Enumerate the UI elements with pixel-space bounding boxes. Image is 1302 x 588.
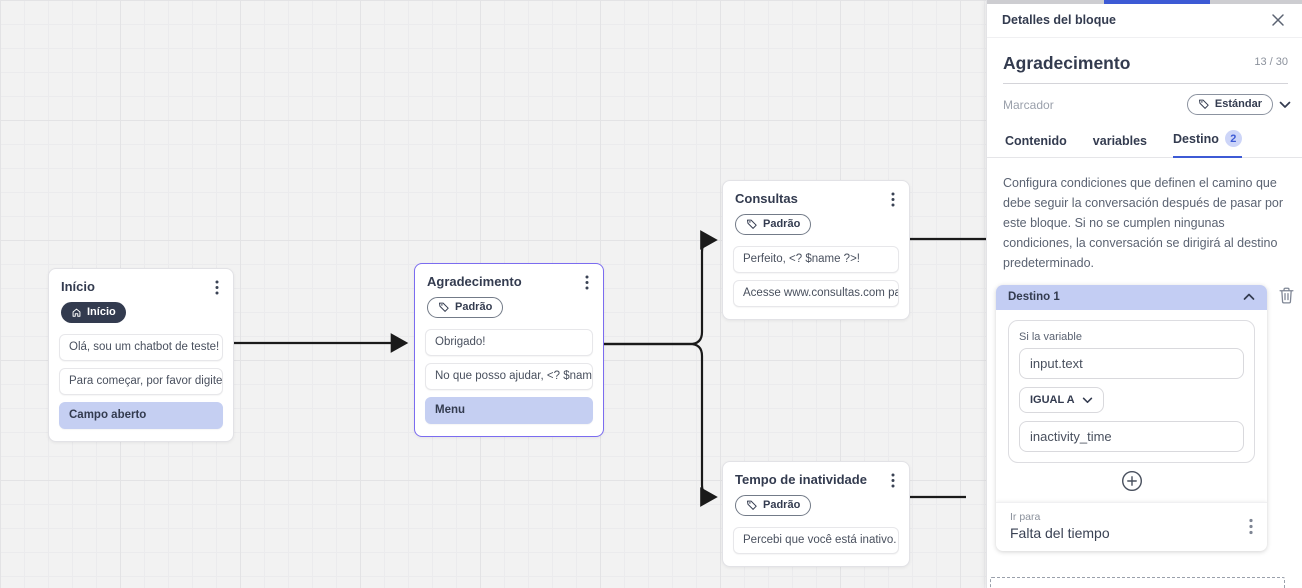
marker-label: Marcador	[1003, 97, 1054, 112]
tab-destino-label: Destino	[1173, 131, 1219, 146]
node-menu-icon[interactable]	[889, 191, 897, 208]
standard-badge: Padrão	[427, 297, 504, 318]
trash-icon[interactable]	[1279, 287, 1294, 309]
panel-title: Detalles del bloque	[1002, 13, 1116, 27]
node-title: Consultas	[735, 191, 798, 206]
edge-agradecimento-consultas	[602, 230, 718, 346]
flow-canvas[interactable]: Início Início Olá, sou um chatbot de tes…	[0, 0, 986, 588]
edge-agradecimento-tempo	[602, 342, 718, 507]
name-underline	[1003, 83, 1288, 84]
destination-title: Destino 1	[1008, 291, 1060, 303]
operator-value: IGUAL A	[1030, 394, 1075, 406]
panel-tabs: Contenido variables Destino 2	[987, 115, 1302, 158]
node-menu-icon[interactable]	[213, 279, 221, 296]
tab-destino[interactable]: Destino 2	[1173, 130, 1242, 158]
flow-node-tempo-inatividade[interactable]: Tempo de inatividade Padrão Percebi que …	[722, 461, 910, 567]
marker-value: Estándar	[1214, 98, 1262, 110]
plus-circle-icon	[1121, 470, 1142, 492]
tag-icon	[439, 302, 449, 312]
node-menu-icon[interactable]	[889, 472, 897, 489]
marker-row: Marcador Estándar	[987, 84, 1302, 115]
block-name-input[interactable]: Agradecimento	[1003, 53, 1131, 73]
message-bubble[interactable]: Obrigado!	[425, 329, 593, 356]
node-menu-icon[interactable]	[583, 274, 591, 291]
open-field-item[interactable]: Campo aberto	[59, 402, 223, 429]
block-details-panel: Detalles del bloque Agradecimento 13 / 3…	[986, 0, 1302, 588]
condition-card: Si la variable IGUAL A	[1008, 320, 1255, 463]
message-bubble[interactable]: Olá, sou um chatbot de teste!	[59, 334, 223, 361]
standard-badge-label: Padrão	[763, 218, 801, 230]
chevron-down-icon[interactable]	[1279, 101, 1291, 109]
node-title: Agradecimento	[427, 274, 522, 289]
add-destination-button[interactable]: Agregar destino	[990, 577, 1285, 588]
tab-variables[interactable]: variables	[1092, 134, 1148, 148]
standard-badge: Padrão	[735, 214, 812, 235]
flow-node-inicio[interactable]: Início Início Olá, sou um chatbot de tes…	[48, 268, 234, 442]
standard-badge-label: Padrão	[763, 499, 801, 511]
add-condition-button[interactable]	[1121, 470, 1143, 492]
variable-input[interactable]	[1019, 348, 1244, 379]
message-bubble[interactable]: Para começar, por favor digite o ...	[59, 368, 223, 395]
close-icon[interactable]	[1269, 12, 1287, 28]
message-bubble[interactable]: Perfeito, <? $name ?>!	[733, 246, 899, 273]
home-icon	[72, 308, 81, 317]
goto-section: Ir para Falta del tiempo	[996, 502, 1267, 551]
standard-badge: Padrão	[735, 495, 812, 516]
block-name-row: Agradecimento 13 / 30	[987, 38, 1302, 74]
chevron-up-icon[interactable]	[1243, 293, 1255, 301]
goto-menu-icon[interactable]	[1247, 517, 1255, 536]
tag-icon	[1198, 99, 1209, 109]
start-badge-label: Início	[87, 306, 116, 318]
flow-node-agradecimento[interactable]: Agradecimento Padrão Obrigado! No que po…	[414, 263, 604, 437]
panel-top-scrollbar[interactable]	[987, 0, 1302, 4]
standard-badge-label: Padrão	[455, 301, 493, 313]
message-bubble[interactable]: No que posso ajudar, <? $name ...	[425, 363, 593, 390]
tag-icon	[747, 219, 757, 229]
compare-value-input[interactable]	[1019, 421, 1244, 452]
node-title: Início	[61, 279, 95, 294]
chevron-down-icon	[1082, 397, 1092, 403]
destination-card-header[interactable]: Destino 1	[996, 285, 1267, 310]
char-counter: 13 / 30	[1254, 56, 1288, 68]
flow-node-consultas[interactable]: Consultas Padrão Perfeito, <? $name ?>! …	[722, 180, 910, 320]
scrollbar-thumb[interactable]	[1104, 0, 1210, 4]
tag-icon	[747, 500, 757, 510]
tabs-menu-icon[interactable]	[1294, 129, 1302, 157]
destination-card: Destino 1 Si la variable IGUAL A	[996, 285, 1267, 551]
menu-item[interactable]: Menu	[425, 397, 593, 424]
message-bubble[interactable]: Acesse www.consultas.com par...	[733, 280, 899, 307]
start-badge: Início	[61, 302, 126, 323]
destination-description: Configura condiciones que definen el cam…	[1003, 176, 1284, 270]
goto-value[interactable]: Falta del tiempo	[1010, 525, 1110, 541]
panel-header: Detalles del bloque	[987, 4, 1302, 38]
goto-label: Ir para	[1010, 511, 1041, 523]
tab-contenido[interactable]: Contenido	[1005, 134, 1067, 148]
operator-select[interactable]: IGUAL A	[1019, 387, 1104, 413]
marker-select[interactable]: Estándar	[1186, 94, 1273, 115]
node-title: Tempo de inatividade	[735, 472, 867, 487]
message-bubble[interactable]: Percebi que você está inativo. C...	[733, 527, 899, 554]
condition-label: Si la variable	[1019, 331, 1082, 343]
destino-count-badge: 2	[1224, 130, 1242, 147]
